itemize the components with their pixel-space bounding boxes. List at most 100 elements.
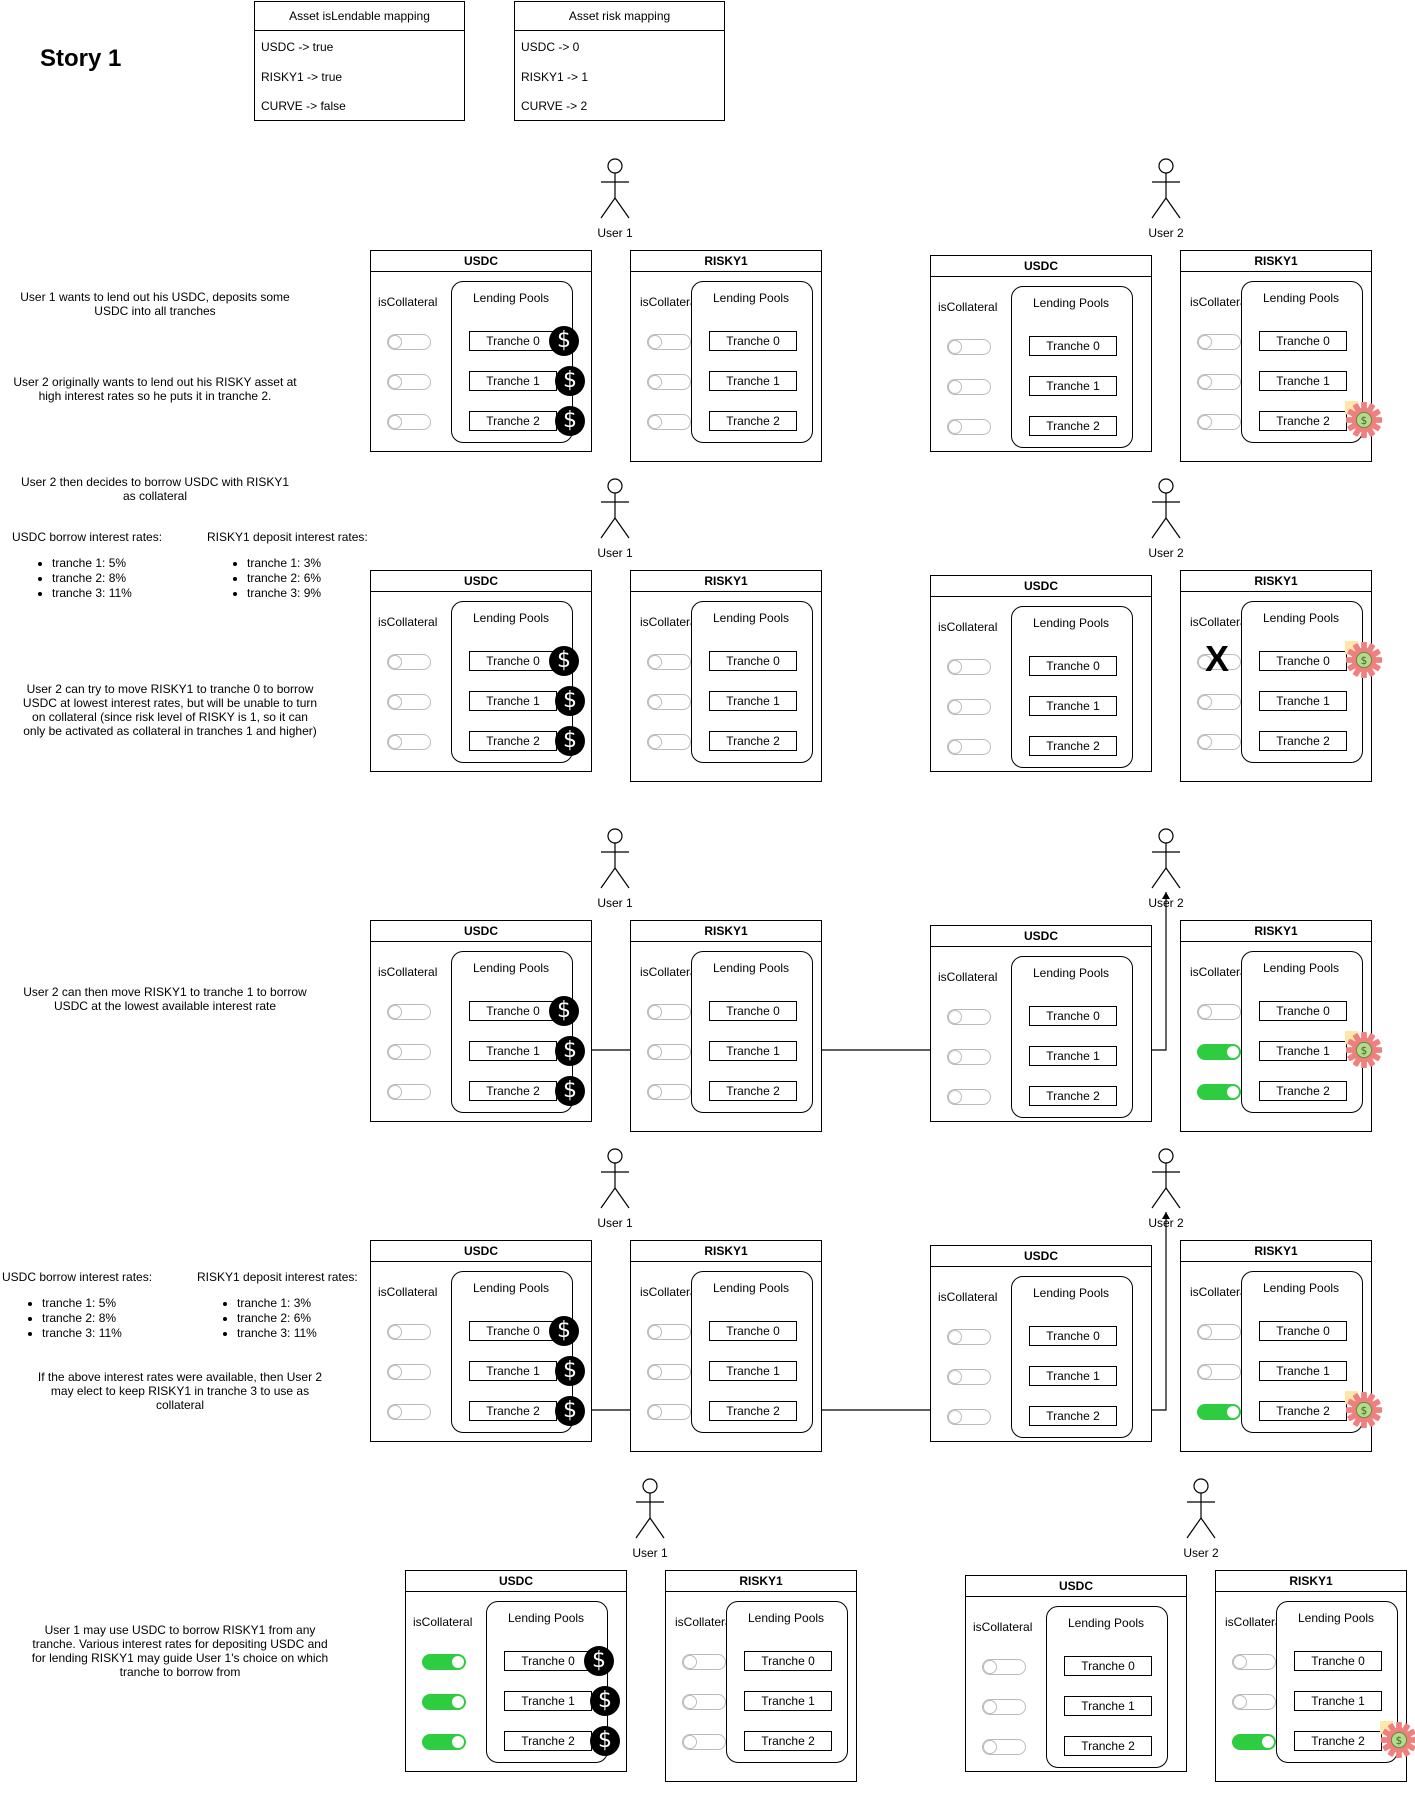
tranche-2-box[interactable]: Tranche 2 — [1259, 1401, 1347, 1421]
tranche-1-box[interactable]: Tranche 1 — [1259, 371, 1347, 391]
tranche-1-box[interactable]: Tranche 1 — [469, 691, 557, 711]
collateral-toggle-1[interactable] — [647, 1364, 691, 1380]
collateral-toggle-1[interactable] — [647, 374, 691, 390]
tranche-1-box[interactable]: Tranche 1 — [1259, 691, 1347, 711]
collateral-toggle-0[interactable] — [387, 1004, 431, 1020]
collateral-toggle-0[interactable] — [1197, 1324, 1241, 1340]
tranche-0-box[interactable]: Tranche 0 — [1029, 1006, 1117, 1026]
collateral-toggle-2[interactable] — [1197, 734, 1241, 750]
collateral-toggle-0[interactable] — [1232, 1654, 1276, 1670]
collateral-toggle-2[interactable] — [1197, 1084, 1241, 1100]
tranche-1-box[interactable]: Tranche 1 — [744, 1691, 832, 1711]
collateral-toggle-2[interactable] — [1197, 1404, 1241, 1420]
collateral-toggle-0[interactable] — [387, 654, 431, 670]
collateral-toggle-2[interactable] — [947, 1409, 991, 1425]
collateral-toggle-2[interactable] — [647, 1084, 691, 1100]
tranche-2-box[interactable]: Tranche 2 — [709, 1401, 797, 1421]
collateral-toggle-0[interactable] — [682, 1654, 726, 1670]
collateral-toggle-2[interactable] — [387, 1084, 431, 1100]
tranche-2-box[interactable]: Tranche 2 — [709, 731, 797, 751]
tranche-0-box[interactable]: Tranche 0 — [469, 651, 557, 671]
collateral-toggle-2[interactable] — [947, 1089, 991, 1105]
tranche-2-box[interactable]: Tranche 2 — [709, 411, 797, 431]
tranche-2-box[interactable]: Tranche 2 — [1029, 1406, 1117, 1426]
collateral-toggle-2[interactable] — [1197, 414, 1241, 430]
tranche-2-box[interactable]: Tranche 2 — [469, 1401, 557, 1421]
collateral-toggle-1[interactable] — [1232, 1694, 1276, 1710]
collateral-toggle-0[interactable] — [647, 654, 691, 670]
tranche-1-box[interactable]: Tranche 1 — [709, 691, 797, 711]
collateral-toggle-1[interactable] — [647, 1044, 691, 1060]
tranche-1-box[interactable]: Tranche 1 — [469, 1041, 557, 1061]
collateral-toggle-2[interactable] — [387, 734, 431, 750]
tranche-2-box[interactable]: Tranche 2 — [469, 731, 557, 751]
collateral-toggle-2[interactable] — [982, 1739, 1026, 1755]
tranche-0-box[interactable]: Tranche 0 — [469, 1321, 557, 1341]
tranche-1-box[interactable]: Tranche 1 — [469, 1361, 557, 1381]
collateral-toggle-1[interactable] — [387, 1044, 431, 1060]
tranche-1-box[interactable]: Tranche 1 — [1259, 1361, 1347, 1381]
collateral-toggle-0[interactable] — [422, 1654, 466, 1670]
collateral-toggle-2[interactable] — [387, 1404, 431, 1420]
collateral-toggle-1[interactable] — [682, 1694, 726, 1710]
collateral-toggle-2[interactable] — [647, 734, 691, 750]
tranche-2-box[interactable]: Tranche 2 — [1259, 731, 1347, 751]
tranche-2-box[interactable]: Tranche 2 — [1064, 1736, 1152, 1756]
collateral-toggle-0[interactable] — [387, 1324, 431, 1340]
collateral-toggle-1[interactable] — [1197, 694, 1241, 710]
tranche-0-box[interactable]: Tranche 0 — [709, 651, 797, 671]
tranche-0-box[interactable]: Tranche 0 — [1259, 1321, 1347, 1341]
collateral-toggle-0[interactable] — [1197, 654, 1241, 670]
tranche-2-box[interactable]: Tranche 2 — [1029, 416, 1117, 436]
tranche-1-box[interactable]: Tranche 1 — [1029, 1366, 1117, 1386]
tranche-1-box[interactable]: Tranche 1 — [709, 1041, 797, 1061]
tranche-1-box[interactable]: Tranche 1 — [504, 1691, 592, 1711]
collateral-toggle-1[interactable] — [947, 379, 991, 395]
collateral-toggle-2[interactable] — [947, 739, 991, 755]
collateral-toggle-0[interactable] — [1197, 334, 1241, 350]
tranche-2-box[interactable]: Tranche 2 — [709, 1081, 797, 1101]
collateral-toggle-0[interactable] — [647, 334, 691, 350]
tranche-0-box[interactable]: Tranche 0 — [1029, 1326, 1117, 1346]
collateral-toggle-0[interactable] — [1197, 1004, 1241, 1020]
tranche-2-box[interactable]: Tranche 2 — [1294, 1731, 1382, 1751]
tranche-0-box[interactable]: Tranche 0 — [1294, 1651, 1382, 1671]
collateral-toggle-2[interactable] — [647, 1404, 691, 1420]
collateral-toggle-1[interactable] — [982, 1699, 1026, 1715]
tranche-1-box[interactable]: Tranche 1 — [1029, 1046, 1117, 1066]
collateral-toggle-1[interactable] — [387, 374, 431, 390]
tranche-1-box[interactable]: Tranche 1 — [1294, 1691, 1382, 1711]
tranche-2-box[interactable]: Tranche 2 — [1259, 411, 1347, 431]
tranche-0-box[interactable]: Tranche 0 — [504, 1651, 592, 1671]
collateral-toggle-0[interactable] — [647, 1324, 691, 1340]
collateral-toggle-2[interactable] — [387, 414, 431, 430]
tranche-2-box[interactable]: Tranche 2 — [1259, 1081, 1347, 1101]
collateral-toggle-1[interactable] — [422, 1694, 466, 1710]
collateral-toggle-0[interactable] — [947, 659, 991, 675]
tranche-0-box[interactable]: Tranche 0 — [1259, 331, 1347, 351]
collateral-toggle-1[interactable] — [387, 1364, 431, 1380]
tranche-2-box[interactable]: Tranche 2 — [469, 1081, 557, 1101]
collateral-toggle-1[interactable] — [1197, 374, 1241, 390]
collateral-toggle-0[interactable] — [947, 1009, 991, 1025]
collateral-toggle-2[interactable] — [682, 1734, 726, 1750]
collateral-toggle-0[interactable] — [947, 339, 991, 355]
tranche-1-box[interactable]: Tranche 1 — [709, 1361, 797, 1381]
tranche-0-box[interactable]: Tranche 0 — [709, 1001, 797, 1021]
tranche-1-box[interactable]: Tranche 1 — [1064, 1696, 1152, 1716]
collateral-toggle-2[interactable] — [647, 414, 691, 430]
tranche-1-box[interactable]: Tranche 1 — [1259, 1041, 1347, 1061]
tranche-0-box[interactable]: Tranche 0 — [744, 1651, 832, 1671]
collateral-toggle-2[interactable] — [422, 1734, 466, 1750]
tranche-0-box[interactable]: Tranche 0 — [1259, 651, 1347, 671]
collateral-toggle-1[interactable] — [947, 1369, 991, 1385]
tranche-0-box[interactable]: Tranche 0 — [1029, 656, 1117, 676]
tranche-2-box[interactable]: Tranche 2 — [504, 1731, 592, 1751]
collateral-toggle-1[interactable] — [387, 694, 431, 710]
tranche-2-box[interactable]: Tranche 2 — [744, 1731, 832, 1751]
tranche-0-box[interactable]: Tranche 0 — [1259, 1001, 1347, 1021]
collateral-toggle-1[interactable] — [647, 694, 691, 710]
collateral-toggle-1[interactable] — [947, 699, 991, 715]
collateral-toggle-0[interactable] — [947, 1329, 991, 1345]
tranche-1-box[interactable]: Tranche 1 — [709, 371, 797, 391]
